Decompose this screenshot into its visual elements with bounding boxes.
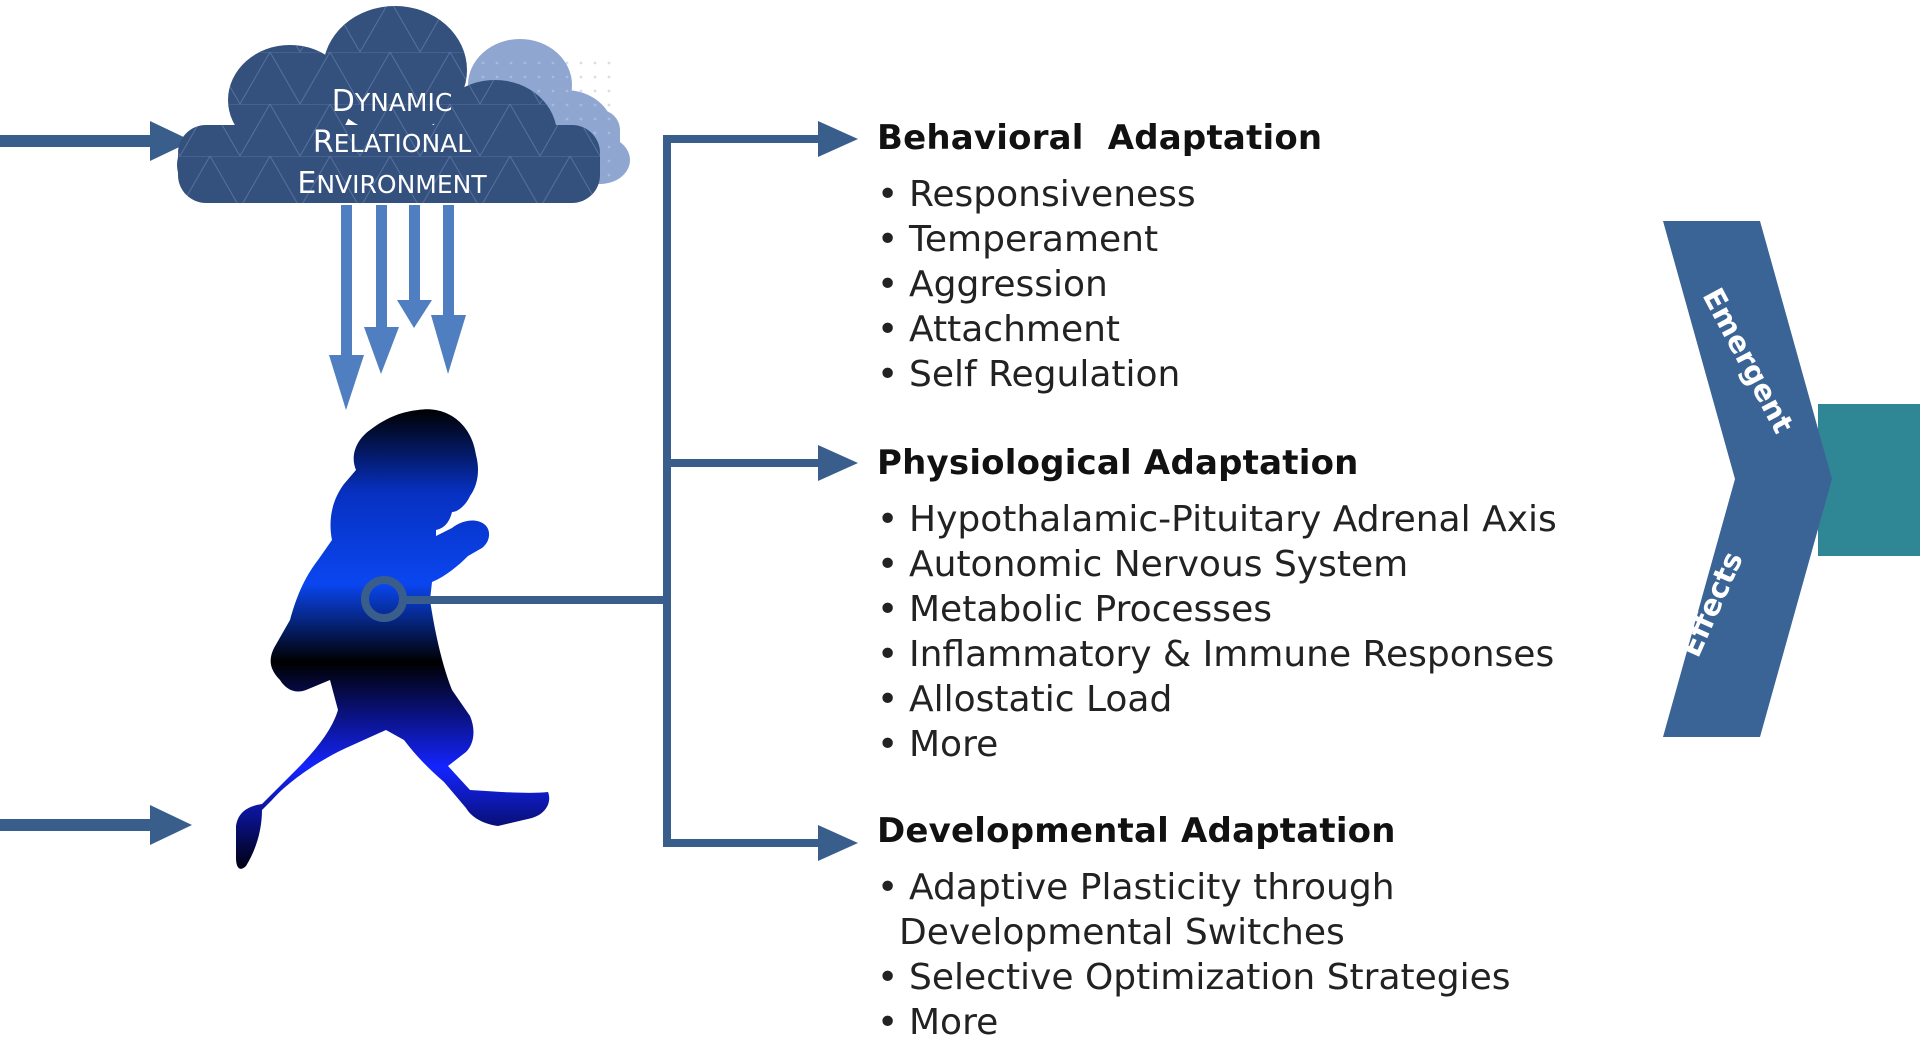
list-item: •More [877, 724, 999, 765]
physiological-list: •Hypothalamic-Pituitary Adrenal Axis •Au… [877, 497, 1557, 767]
physiological-section: Physiological Adaptation •Hypothalamic-P… [877, 443, 1557, 767]
cloud-down-arrows [329, 205, 466, 410]
behavioral-list: •Responsiveness •Temperament •Aggression… [877, 172, 1322, 397]
list-item: •Allostatic Load [877, 679, 1173, 720]
list-item: •Attachment [877, 309, 1121, 350]
list-item: •Hypothalamic-Pituitary Adrenal Axis [877, 499, 1557, 540]
list-item: •Metabolic Processes [877, 589, 1272, 630]
physiological-title: Physiological Adaptation [877, 443, 1359, 483]
input-arrow-bottom [0, 805, 192, 845]
developmental-title: Developmental Adaptation [877, 811, 1396, 851]
list-item: •Selective Optimization Strategies [877, 957, 1511, 998]
child-silhouette [236, 409, 550, 869]
list-item: •Inflammatory & Immune Responses [877, 634, 1555, 675]
list-item: •More [877, 1002, 999, 1043]
input-arrow-top [0, 121, 192, 161]
teal-box [1818, 404, 1920, 556]
emergent-effects-chevron: Emergent Effects [1663, 221, 1920, 737]
cloud-front [177, 6, 600, 203]
list-item: •Responsiveness [877, 174, 1196, 215]
list-item: •Self Regulation [877, 354, 1181, 395]
cloud-line-3: ENVIRONMENT [297, 166, 487, 201]
developmental-section: Developmental Adaptation •Adaptive Plast… [877, 811, 1511, 1045]
behavioral-section: Behavioral Adaptation •Responsiveness •T… [877, 118, 1322, 397]
environment-cloud: DYNAMIC RELATIONAL ENVIRONMENT [177, 6, 630, 203]
cloud-line-2: RELATIONAL [313, 125, 471, 160]
list-item: •Temperament [877, 219, 1159, 260]
list-item: •Aggression [877, 264, 1108, 305]
cloud-line-1: DYNAMIC [332, 84, 453, 119]
list-item: •Autonomic Nervous System [877, 544, 1409, 585]
branch-connectors [403, 121, 858, 861]
behavioral-title: Behavioral Adaptation [877, 118, 1323, 158]
